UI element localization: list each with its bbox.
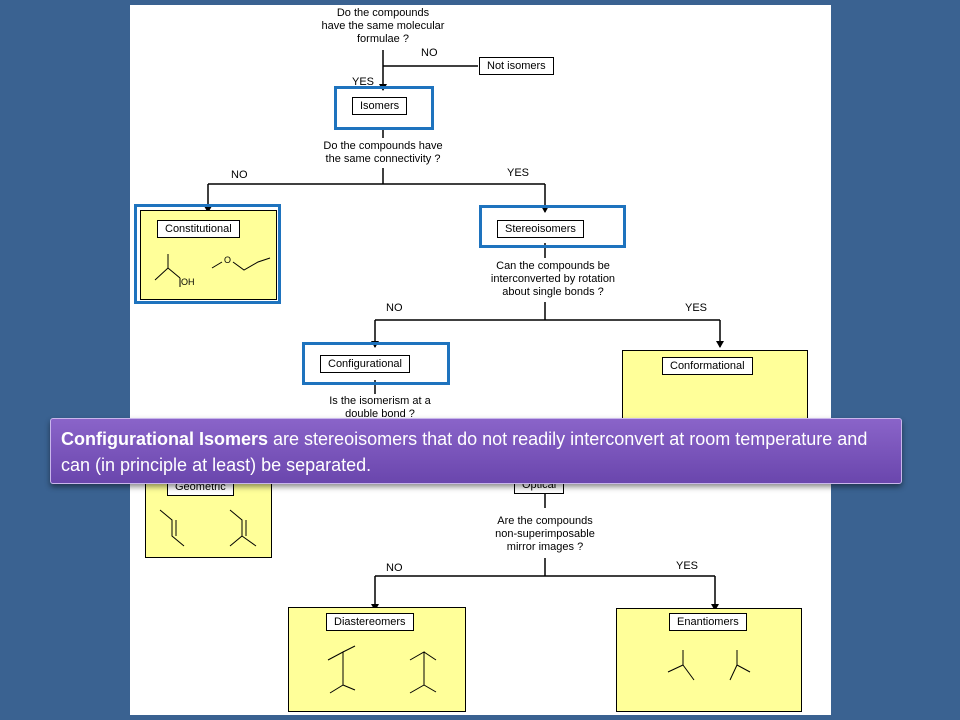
label-yes-q1: YES [352, 76, 375, 88]
label-yes-q2: YES [507, 167, 530, 179]
node-conformational: Conformational [662, 357, 753, 375]
node-not-isomers: Not isomers [479, 57, 554, 75]
label-no-q5: NO [386, 562, 403, 574]
label-oxygen: O [224, 255, 232, 265]
callout-definition-text: are stereoisomers that do not readily in… [61, 429, 868, 475]
highlight-isomers [334, 86, 434, 130]
node-isomers: Isomers [352, 97, 408, 115]
node-constitutional: Constitutional [157, 220, 240, 238]
callout-configurational-definition: Configurational Isomers are stereoisomer… [50, 418, 902, 484]
node-stereoisomers: Stereoisomers [497, 220, 584, 238]
highlight-stereoisomers [479, 205, 626, 248]
label-yes-q3: YES [685, 302, 708, 314]
label-yes-q5: YES [676, 560, 699, 572]
label-no-q2: NO [231, 169, 248, 181]
highlight-configurational [302, 342, 450, 385]
node-enantiomers: Enantiomers [669, 613, 747, 631]
highlight-constitutional [134, 204, 281, 304]
label-no-q3: NO [386, 302, 403, 314]
node-configurational: Configurational [320, 355, 410, 373]
label-oh: OH [181, 277, 195, 287]
callout-bold-term: Configurational Isomers [61, 429, 269, 449]
label-no-q1: NO [421, 47, 438, 59]
node-diastereomers: Diastereomers [326, 613, 414, 631]
